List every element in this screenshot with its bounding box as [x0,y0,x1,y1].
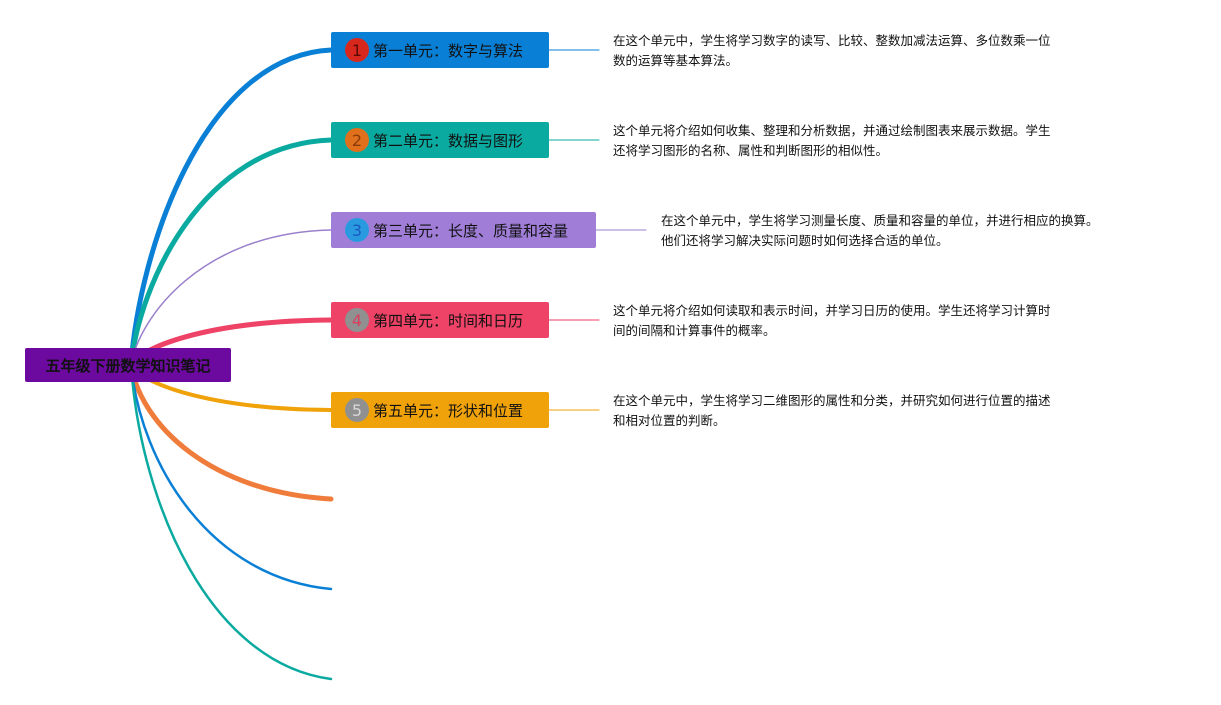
note-unit-5: 在这个单元中，学生将学习二维图形的属性和分类，并研究如何进行位置的描述 和相对位… [613,391,1051,431]
note-line: 在这个单元中，学生将学习数字的读写、比较、整数加减法运算、多位数乘一位 [613,33,1051,48]
note-line: 间的间隔和计算事件的概率。 [613,323,776,338]
root-topic[interactable]: 五年级下册数学知识笔记 [25,348,231,382]
number-badge-icon: 3 [345,218,369,242]
topic-label: 第四单元：时间和日历 [373,311,524,330]
topic-label: 第五单元：形状和位置 [373,401,524,420]
note-line: 这个单元将介绍如何读取和表示时间，并学习日历的使用。学生还将学习计算时 [613,303,1051,318]
topic-unit-5[interactable]: 5 第五单元：形状和位置 [331,392,549,428]
topic-label: 第三单元：长度、质量和容量 [373,221,569,240]
number-badge-icon: 4 [345,308,369,332]
note-unit-4: 这个单元将介绍如何读取和表示时间，并学习日历的使用。学生还将学习计算时 间的间隔… [613,301,1051,341]
empty-branch-line [128,362,334,502]
branch-line [128,137,334,368]
note-line: 和相对位置的判断。 [613,413,726,428]
empty-branch-line [129,363,333,681]
topic-unit-3[interactable]: 3 第三单元：长度、质量和容量 [331,212,596,248]
number-badge-icon: 2 [345,128,369,152]
note-unit-2: 这个单元将介绍如何收集、整理和分析数据，并通过绘制图表来展示数据。学生 还将学习… [613,121,1051,161]
note-line: 还将学习图形的名称、属性和判断图形的相似性。 [613,143,889,158]
note-unit-3: 在这个单元中，学生将学习测量长度、质量和容量的单位，并进行相应的换算。 他们还将… [661,211,1099,251]
note-line: 数的运算等基本算法。 [613,53,739,68]
root-topic-label: 五年级下册数学知识笔记 [45,356,211,375]
note-line: 这个单元将介绍如何收集、整理和分析数据，并通过绘制图表来展示数据。学生 [613,123,1051,138]
note-line: 在这个单元中，学生将学习测量长度、质量和容量的单位，并进行相应的换算。 [661,213,1099,228]
note-connectors [548,49,647,411]
note-line: 在这个单元中，学生将学习二维图形的属性和分类，并研究如何进行位置的描述 [613,393,1051,408]
note-unit-1: 在这个单元中，学生将学习数字的读写、比较、整数加减法运算、多位数乘一位 数的运算… [613,31,1051,71]
topic-unit-4[interactable]: 4 第四单元：时间和日历 [331,302,549,338]
number-badge-icon: 1 [345,38,369,62]
empty-branch-line [129,363,333,591]
topic-unit-2[interactable]: 2 第二单元：数据与图形 [331,122,549,158]
topic-label: 第一单元：数字与算法 [373,41,524,60]
topic-unit-1[interactable]: 1 第一单元：数字与算法 [331,32,549,68]
note-line: 他们还将学习解决实际问题时如何选择合适的单位。 [661,233,949,248]
branch-line [128,47,334,368]
number-badge-icon: 5 [345,398,369,422]
branch-line [130,229,332,366]
topic-label: 第二单元：数据与图形 [373,131,524,150]
